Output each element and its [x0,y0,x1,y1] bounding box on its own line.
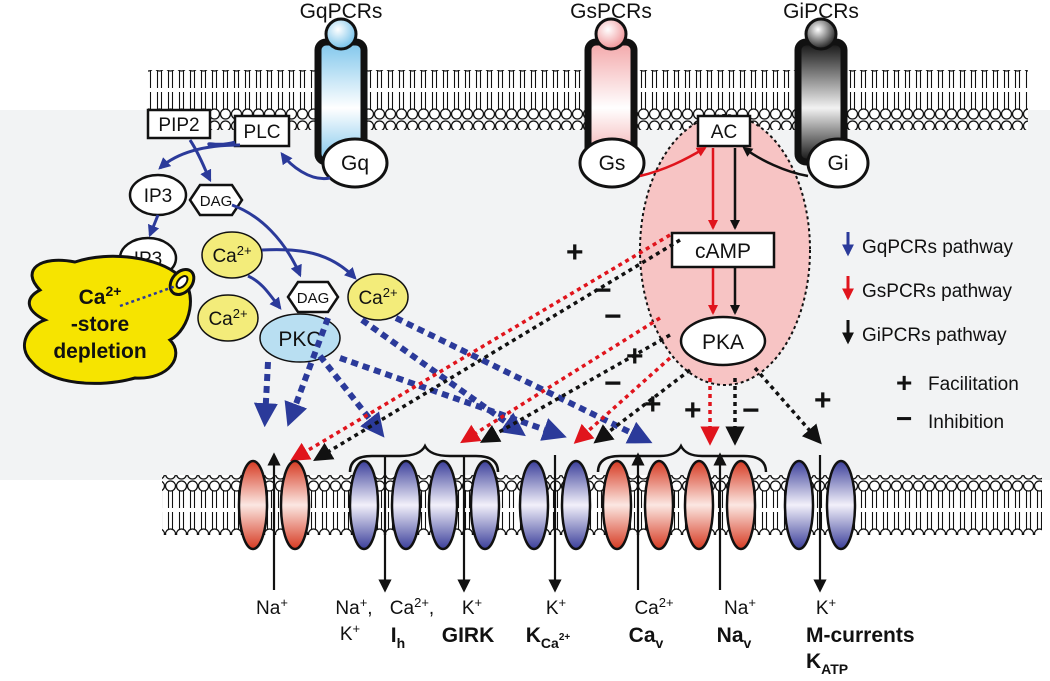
gq-effector-arrows [253,315,653,444]
gs-effector-arrows [290,233,720,461]
gq-protein: Gq [321,137,389,189]
svg-text:Ca2+: Ca2+ [208,306,247,330]
dag-mid: DAG [286,280,340,314]
ih-channel-name: Ih [391,624,405,651]
ca-store: Ca2+ -store depletion [22,254,192,385]
na-ion-label: Na+ [256,595,288,619]
legend-inhibition-label: Inhibition [928,412,1004,433]
legend-gi-label: GiPCRs pathway [862,325,1007,346]
gspcr-label: GsPCRs [570,0,652,23]
legend-gq-label: GqPCRs pathway [862,237,1014,258]
gi-protein: Gi [806,137,870,189]
gqpcr-label: GqPCRs [300,0,383,23]
ion-flow-arrows [267,452,827,593]
ca-ion-3: Ca2+ [347,273,409,321]
svg-text:AC: AC [711,122,737,143]
svg-text:Ca2+: Ca2+ [358,285,397,309]
svg-text:DAG: DAG [200,193,233,210]
svg-text:−: − [594,274,612,307]
ih-ion-label: Na+, [335,595,372,619]
svg-text:Ca2+: Ca2+ [79,283,122,309]
plc-box: PLC [233,114,291,148]
ion-channels [237,459,857,551]
ac-box: AC [696,114,752,148]
ip3-receptor-channel [119,267,196,308]
pkc: PKC [259,313,341,363]
gs-protein-label: Gs [599,152,626,175]
svg-text:+: + [814,384,832,417]
nav-channel-name: Nav [717,624,752,651]
legend-gs-label: GsPCRs pathway [862,281,1012,302]
legend: GqPCRs pathway GsPCRs pathway GiPCRs pat… [842,232,1019,434]
pip2-box: PIP2 [146,108,212,140]
svg-text:PKA: PKA [702,331,744,354]
svg-text:DAG: DAG [297,290,330,307]
kca-channel-name: KCa2+ [526,624,571,651]
m-currents-name: M-currents [806,624,915,647]
legend-facilitation-label: Facilitation [928,374,1019,395]
ih-ion-label-3: Ca2+, [390,595,434,619]
nav-ion-label: Na+ [724,595,756,619]
girk-channel-name: GIRK [442,624,495,647]
svg-text:+: + [626,340,644,373]
cav-ion-label: Ca2+ [634,595,673,619]
gs-gi-cascade-arrows [639,146,809,315]
gi-protein-label: Gi [828,152,849,175]
gq-cascade-arrows [147,139,357,310]
ca-ion-2: Ca2+ [197,294,259,342]
svg-text:-store: -store [71,313,129,336]
kca-ion-label: K+ [546,595,566,619]
gq-protein-label: Gq [341,152,369,175]
camp-box: cAMP [670,231,776,269]
svg-text:PLC: PLC [244,122,281,143]
gi-effector-arrows [313,238,822,461]
gs-protein: Gs [578,137,646,189]
svg-text:+: + [644,388,662,421]
svg-text:−: − [604,300,622,333]
pka: PKA [679,315,767,367]
svg-text:PIP2: PIP2 [158,115,199,136]
girk-ion-label: K+ [462,595,482,619]
ip3-top: IP3 [128,173,188,217]
katp-name: KATP [806,650,848,677]
svg-text:−: − [742,394,760,427]
ih-ion-label-2: K+ [340,621,360,645]
svg-text:Ca2+: Ca2+ [212,243,251,267]
effect-signs: + − − + − + + − + [566,236,832,427]
ca-ion-1: Ca2+ [201,231,263,279]
svg-text:+: + [684,394,702,427]
m-ion-label: K+ [816,595,836,619]
gqpcr-receptor: GqPCRs [300,0,383,166]
svg-text:depletion: depletion [53,340,146,363]
cav-channel-name: Cav [629,624,664,651]
dag-top: DAG [188,183,244,217]
channel-labels: Na+ Na+, K+ Ca2+, Ih K+ GIRK K+ KCa2+ Ca… [256,595,914,677]
svg-text:−: − [604,367,622,400]
svg-text:cAMP: cAMP [695,240,751,263]
gipcr-label: GiPCRs [783,0,859,23]
svg-text:IP3: IP3 [144,186,173,207]
svg-text:+: + [566,236,584,269]
legend-plus-symbol: + [896,367,912,398]
legend-minus-symbol: − [896,403,912,434]
gspcr-receptor: GsPCRs [570,0,652,166]
channel-brackets [348,443,768,473]
svg-text:PKC: PKC [278,328,321,351]
